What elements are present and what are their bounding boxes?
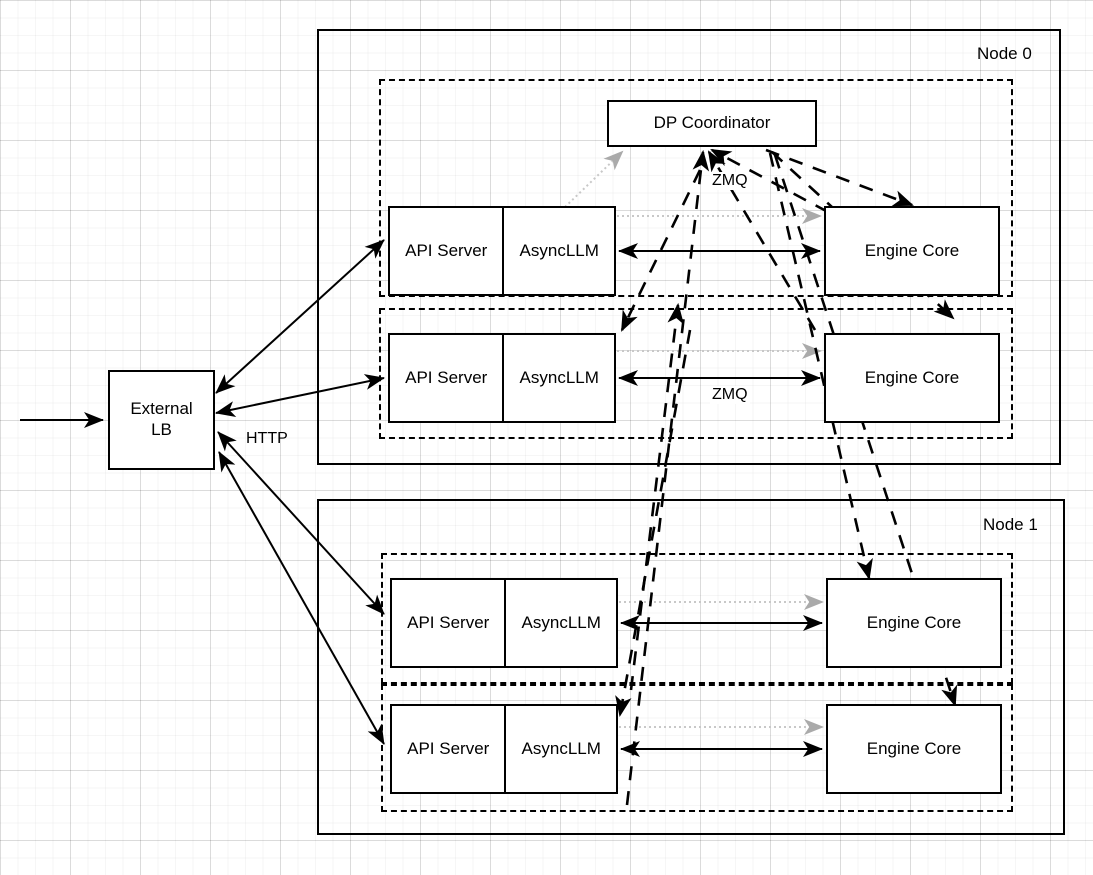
node-1-rank-0-engine-core[interactable]: Engine Core: [826, 578, 1002, 668]
http-label: HTTP: [246, 430, 288, 447]
node-0-rank-1-api-box[interactable]: API Server AsyncLLM: [388, 333, 616, 423]
node-1-rank-1-api-box[interactable]: API Server AsyncLLM: [390, 704, 618, 794]
dp-coordinator-label: DP Coordinator: [653, 113, 771, 133]
node-0-rank-0-api-box[interactable]: API Server AsyncLLM: [388, 206, 616, 296]
external-lb-label-line2: LB: [151, 420, 172, 439]
node-0-rank-0-engine-core[interactable]: Engine Core: [824, 206, 1000, 296]
node-0-rank-0-api-server[interactable]: API Server: [390, 208, 505, 294]
node-1-rank-0-api-server[interactable]: API Server: [392, 580, 507, 666]
node-0-rank-1-engine-core[interactable]: Engine Core: [824, 333, 1000, 423]
node-1-rank-1-engine-core[interactable]: Engine Core: [826, 704, 1002, 794]
node-0-label: Node 0: [977, 44, 1032, 63]
node-0-rank-0-async-llm[interactable]: AsyncLLM: [519, 241, 599, 260]
dp-coordinator-box[interactable]: DP Coordinator: [607, 100, 817, 147]
node-0-rank-1-async-llm[interactable]: AsyncLLM: [519, 368, 599, 387]
external-lb-label-line1: External: [130, 399, 193, 419]
node-1-rank-0-engine-core-label: Engine Core: [866, 612, 962, 632]
node-1-rank-1-engine-core-label: Engine Core: [866, 738, 962, 758]
node-0-rank-1-engine-core-label: Engine Core: [864, 367, 960, 387]
zmq-label-coordinator: ZMQ: [710, 172, 750, 190]
node-0-rank-0-engine-core-label: Engine Core: [864, 240, 960, 260]
zmq-label-rank1: ZMQ: [710, 386, 750, 404]
node-1-rank-1-async-llm[interactable]: AsyncLLM: [521, 739, 601, 758]
node-1-label: Node 1: [983, 515, 1038, 534]
node-1-rank-1-api-server[interactable]: API Server: [392, 706, 507, 792]
node-1-rank-0-api-box[interactable]: API Server AsyncLLM: [390, 578, 618, 668]
node-1-rank-0-async-llm[interactable]: AsyncLLM: [521, 613, 601, 632]
node-0-rank-1-api-server[interactable]: API Server: [390, 335, 505, 421]
external-lb-box[interactable]: External LB: [108, 370, 215, 470]
